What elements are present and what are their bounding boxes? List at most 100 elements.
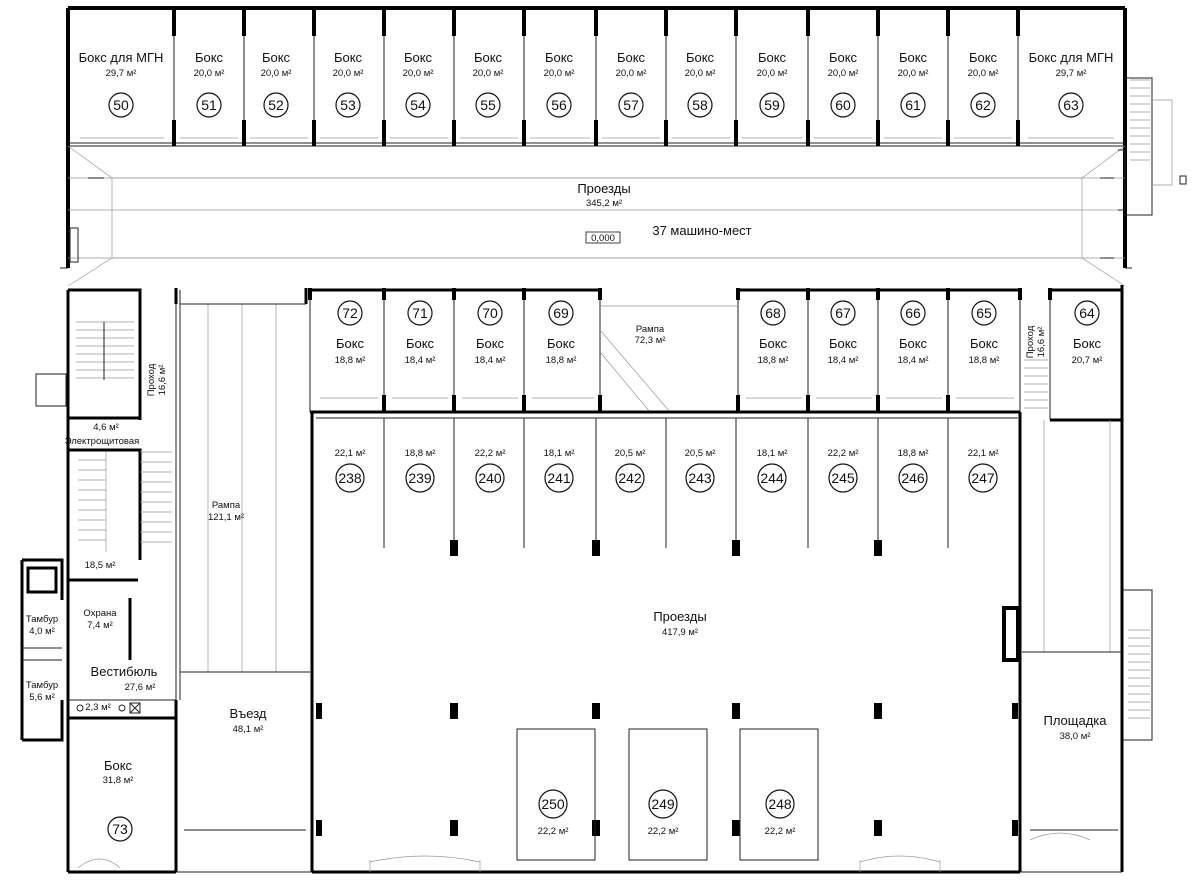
upper-drive-title: Проезды: [577, 181, 630, 196]
tambour1-area: 4,0 м²: [29, 626, 55, 637]
box-number: 66: [905, 305, 921, 321]
box-title: Бокс: [476, 336, 505, 351]
space-number: 239: [408, 470, 432, 486]
box-number-circle: [759, 92, 785, 118]
space-number: 245: [831, 470, 855, 486]
entry-title: Въезд: [229, 706, 266, 721]
box-area: 20,0 м²: [473, 68, 504, 79]
box-area: 20,0 м²: [403, 68, 434, 79]
box-area: 20,0 м²: [898, 68, 929, 79]
box-title: Бокс: [686, 50, 715, 65]
space-number-circle: [544, 463, 574, 493]
box-title: Бокс: [617, 50, 646, 65]
space-area: 18,1 м²: [544, 448, 575, 459]
lower-drive-title: Проезды: [653, 609, 706, 624]
box-title: Бокс: [899, 50, 928, 65]
space-area: 20,5 м²: [615, 448, 646, 459]
box-area: 18,4 м²: [828, 355, 859, 366]
space-number-circle: [685, 463, 715, 493]
box-title: Бокс для МГН: [1029, 50, 1114, 65]
space-area: 22,2 м²: [765, 826, 796, 837]
box-number: 73: [112, 821, 128, 837]
box-area: 29,7 м²: [106, 68, 137, 79]
space-number: 249: [651, 796, 675, 812]
space-area: 18,8 м²: [405, 448, 436, 459]
box-number: 53: [340, 97, 356, 113]
passage-right-title: Проход: [1025, 325, 1036, 358]
upper-drive-area: 345,2 м²: [586, 198, 622, 209]
space-number-circle: [405, 463, 435, 493]
guard-title: Охрана: [83, 608, 117, 619]
level-mark: [585, 231, 621, 244]
box-number-circle: [107, 816, 133, 842]
box-title: Бокс: [899, 336, 928, 351]
ramp-left-area: 121,1 м²: [208, 512, 244, 523]
mid-box-labels: 72 Бокс 18,8 м² 71 Бокс 18,4 м² 70 Бокс …: [335, 300, 1103, 409]
space-number-circle: [538, 789, 568, 819]
box-number: 59: [764, 97, 780, 113]
space-number-circle: [757, 463, 787, 493]
box-number: 52: [268, 97, 284, 113]
guard-area: 7,4 м²: [87, 620, 113, 631]
space-area: 22,2 м²: [475, 448, 506, 459]
space-number: 246: [901, 470, 925, 486]
box-area: 20,0 м²: [616, 68, 647, 79]
tambour2-area: 5,6 м²: [29, 692, 55, 703]
box-title: Бокс для МГН: [79, 50, 164, 65]
space-number-circle: [475, 463, 505, 493]
box-area: 18,8 м²: [546, 355, 577, 366]
box-area: 18,4 м²: [898, 355, 929, 366]
box-area: 20,7 м²: [1072, 355, 1103, 366]
box-area: 20,0 м²: [828, 68, 859, 79]
box-number: 61: [905, 97, 921, 113]
box-title: Бокс: [404, 50, 433, 65]
box-number-circle: [830, 92, 856, 118]
box-number-circle: [1058, 92, 1084, 118]
space-number: 250: [541, 796, 565, 812]
box-number-circle: [407, 300, 433, 326]
box-title: Бокс: [758, 50, 787, 65]
ramp-mid-area: 72,3 м²: [635, 335, 666, 346]
space-number: 247: [971, 470, 995, 486]
top-box-labels: Бокс для МГН 29,7 м² 50 Бокс 20,0 м² 51 …: [79, 50, 1114, 118]
box-title: Бокс: [334, 50, 363, 65]
box-title: Бокс: [545, 50, 574, 65]
box-title: Бокс: [406, 336, 435, 351]
ramp-left-title: Рампа: [212, 500, 241, 511]
box-number-circle: [108, 92, 134, 118]
box-number-circle: [337, 300, 363, 326]
box-title: Бокс: [336, 336, 365, 351]
space-number: 240: [478, 470, 502, 486]
box-number-circle: [335, 92, 361, 118]
box-title: Бокс: [969, 50, 998, 65]
box-area: 20,0 м²: [333, 68, 364, 79]
box-number: 67: [835, 305, 851, 321]
box-number: 70: [482, 305, 498, 321]
space-number-circle: [648, 789, 678, 819]
box-title: Бокс: [970, 336, 999, 351]
space-number-circle: [898, 463, 928, 493]
left-ramp: Рампа 121,1 м² Въезд 48,1 м²: [174, 288, 310, 872]
stair-area: 18,5 м²: [85, 560, 116, 571]
box-number: 71: [412, 305, 428, 321]
box-number-circle: [687, 92, 713, 118]
space-area: 20,5 м²: [685, 448, 716, 459]
vestibule-area: 27,6 м²: [125, 682, 156, 693]
box-number-circle: [900, 300, 926, 326]
entry-area: 48,1 м²: [233, 724, 264, 735]
top-boxes-frame: [66, 8, 1125, 147]
space-number: 241: [547, 470, 571, 486]
space-number-circle: [828, 463, 858, 493]
space-number-circle: [615, 463, 645, 493]
space-number: 248: [768, 796, 792, 812]
box-number: 63: [1063, 97, 1079, 113]
right-platform: Площадка 38,0 м²: [1022, 420, 1153, 841]
box-area: 29,7 м²: [1056, 68, 1087, 79]
space-area: 22,2 м²: [648, 826, 679, 837]
box-number-circle: [196, 92, 222, 118]
space-area: 18,8 м²: [898, 448, 929, 459]
box-area: 18,4 м²: [405, 355, 436, 366]
passage-left-title: Проход: [146, 363, 157, 396]
box-area: 20,0 м²: [968, 68, 999, 79]
